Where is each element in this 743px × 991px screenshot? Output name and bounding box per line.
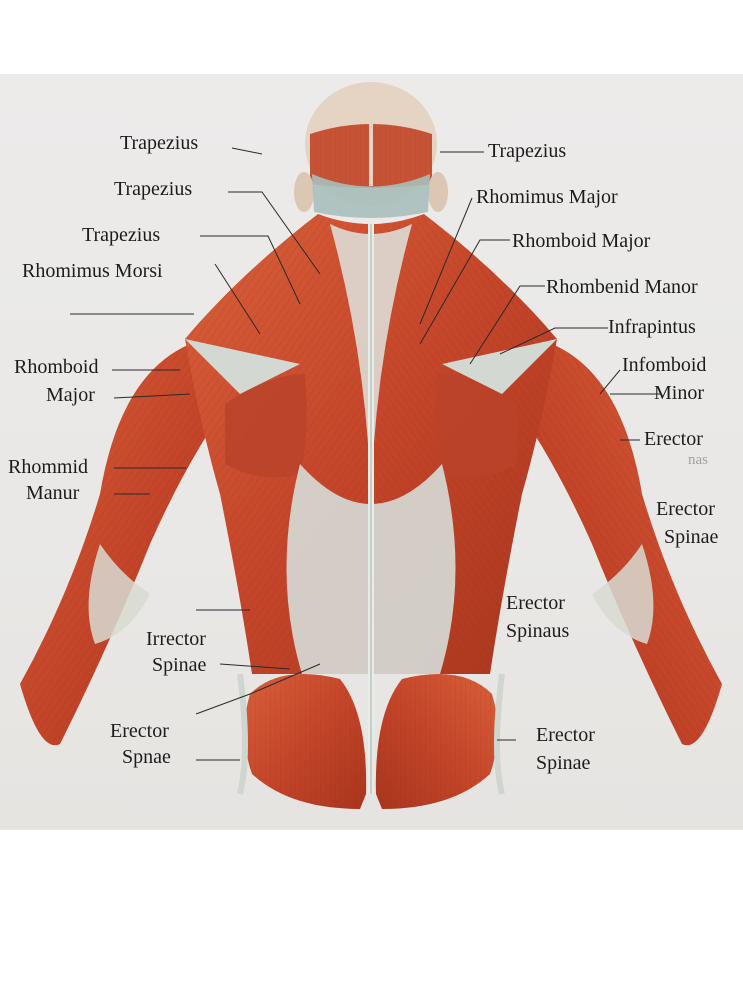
label-trapezius-right: Trapezius bbox=[488, 140, 567, 162]
label-erector-spinaus: Erector Spinaus bbox=[506, 592, 569, 642]
label-line: Erector bbox=[506, 592, 565, 614]
label-rhombenid-manor: Rhombenid Manor bbox=[546, 276, 698, 298]
label-line: Spinae bbox=[664, 526, 719, 548]
label-line: Infomboid bbox=[622, 354, 707, 376]
label-line: Spinae bbox=[536, 752, 591, 774]
label-erector-spinae-right-2: Erector Spinae bbox=[536, 724, 595, 774]
right-arm bbox=[507, 344, 722, 746]
label-erector-spinae-right-1: Erector Spinae bbox=[656, 498, 718, 548]
label-infomboid-minor: Infomboid Minor bbox=[622, 354, 706, 404]
back-muscles-illustration bbox=[20, 82, 722, 809]
leader-lines bbox=[70, 147, 660, 761]
label-infrapintus: Infrapintus bbox=[608, 316, 696, 338]
label-rhomboid-major-left: Rhomboid Major bbox=[14, 356, 98, 406]
label-line: Minor bbox=[654, 382, 704, 404]
label-line: Spnae bbox=[122, 746, 171, 768]
label-line: Manur bbox=[26, 482, 80, 504]
label-line: Erector bbox=[536, 724, 595, 746]
anatomy-diagram: Trapezius Trapezius Trapezius Rhomimus M… bbox=[0, 74, 743, 830]
label-line: Rhomboid bbox=[14, 356, 99, 378]
label-erector-right-1: Erector nas bbox=[644, 428, 708, 469]
label-erector-spnae-left: Erector Spnae bbox=[110, 720, 171, 768]
label-line: Erector bbox=[110, 720, 169, 742]
label-rhomimus-morsi: Rhomimus Morsi bbox=[22, 260, 163, 282]
label-rhomimus-major: Rhomimus Major bbox=[476, 186, 618, 208]
label-line: Erector bbox=[656, 498, 715, 520]
glutes bbox=[237, 673, 505, 809]
label-line: nas bbox=[688, 452, 708, 468]
label-line: Erector bbox=[644, 428, 703, 450]
label-rhomboid-major-right: Rhomboid Major bbox=[512, 230, 651, 252]
torso bbox=[185, 214, 557, 794]
head bbox=[294, 82, 448, 218]
label-line: Spinaus bbox=[506, 620, 570, 642]
left-arm bbox=[20, 344, 235, 746]
label-line: Spinae bbox=[152, 654, 207, 676]
label-line: Major bbox=[46, 384, 95, 406]
label-trapezius-left-1: Trapezius bbox=[120, 132, 199, 154]
label-line: Irrector bbox=[146, 628, 206, 650]
label-irrector-spinae: Irrector Spinae bbox=[146, 628, 206, 676]
label-trapezius-left-2: Trapezius bbox=[114, 178, 193, 200]
label-trapezius-left-3: Trapezius bbox=[82, 224, 161, 246]
label-rhommid-manur: Rhommid Manur bbox=[8, 456, 88, 504]
label-line: Rhommid bbox=[8, 456, 89, 478]
